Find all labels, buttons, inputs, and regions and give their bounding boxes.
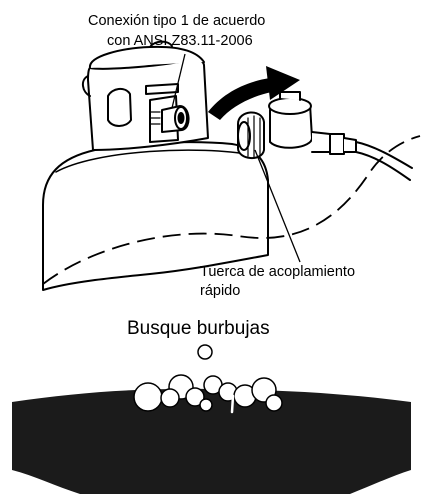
valve-collar: [87, 58, 209, 151]
bubble-icon: [185, 387, 205, 407]
collar-handle-hole: [107, 88, 132, 127]
bubble-drip: [230, 394, 235, 414]
bubbles: [133, 344, 283, 412]
gas-hose: [355, 141, 413, 169]
soap-band: [12, 388, 411, 494]
coupling-label-line-2: rápido: [200, 283, 240, 299]
connection-label-line-1: Conexión tipo 1 de acuerdo: [88, 13, 265, 29]
bubble-icon: [199, 398, 213, 412]
coupling-label-line-1: Tuerca de acoplamiento: [200, 264, 355, 280]
connection-leader-line: [171, 53, 186, 109]
bubbles-heading: Busque burbujas: [127, 318, 270, 339]
bubble-icon: [265, 394, 283, 412]
bubble-icon: [160, 388, 180, 408]
tank-dashed-outline: [42, 135, 421, 285]
coupling-leader-line: [254, 149, 301, 263]
bubble-icon: [133, 382, 163, 412]
curved-arrow-right-icon: [208, 66, 300, 120]
tank-illustration: [42, 40, 413, 291]
bubble-icon: [197, 344, 213, 360]
connection-label-line-2: con ANSI Z83.11-2006: [107, 33, 253, 49]
